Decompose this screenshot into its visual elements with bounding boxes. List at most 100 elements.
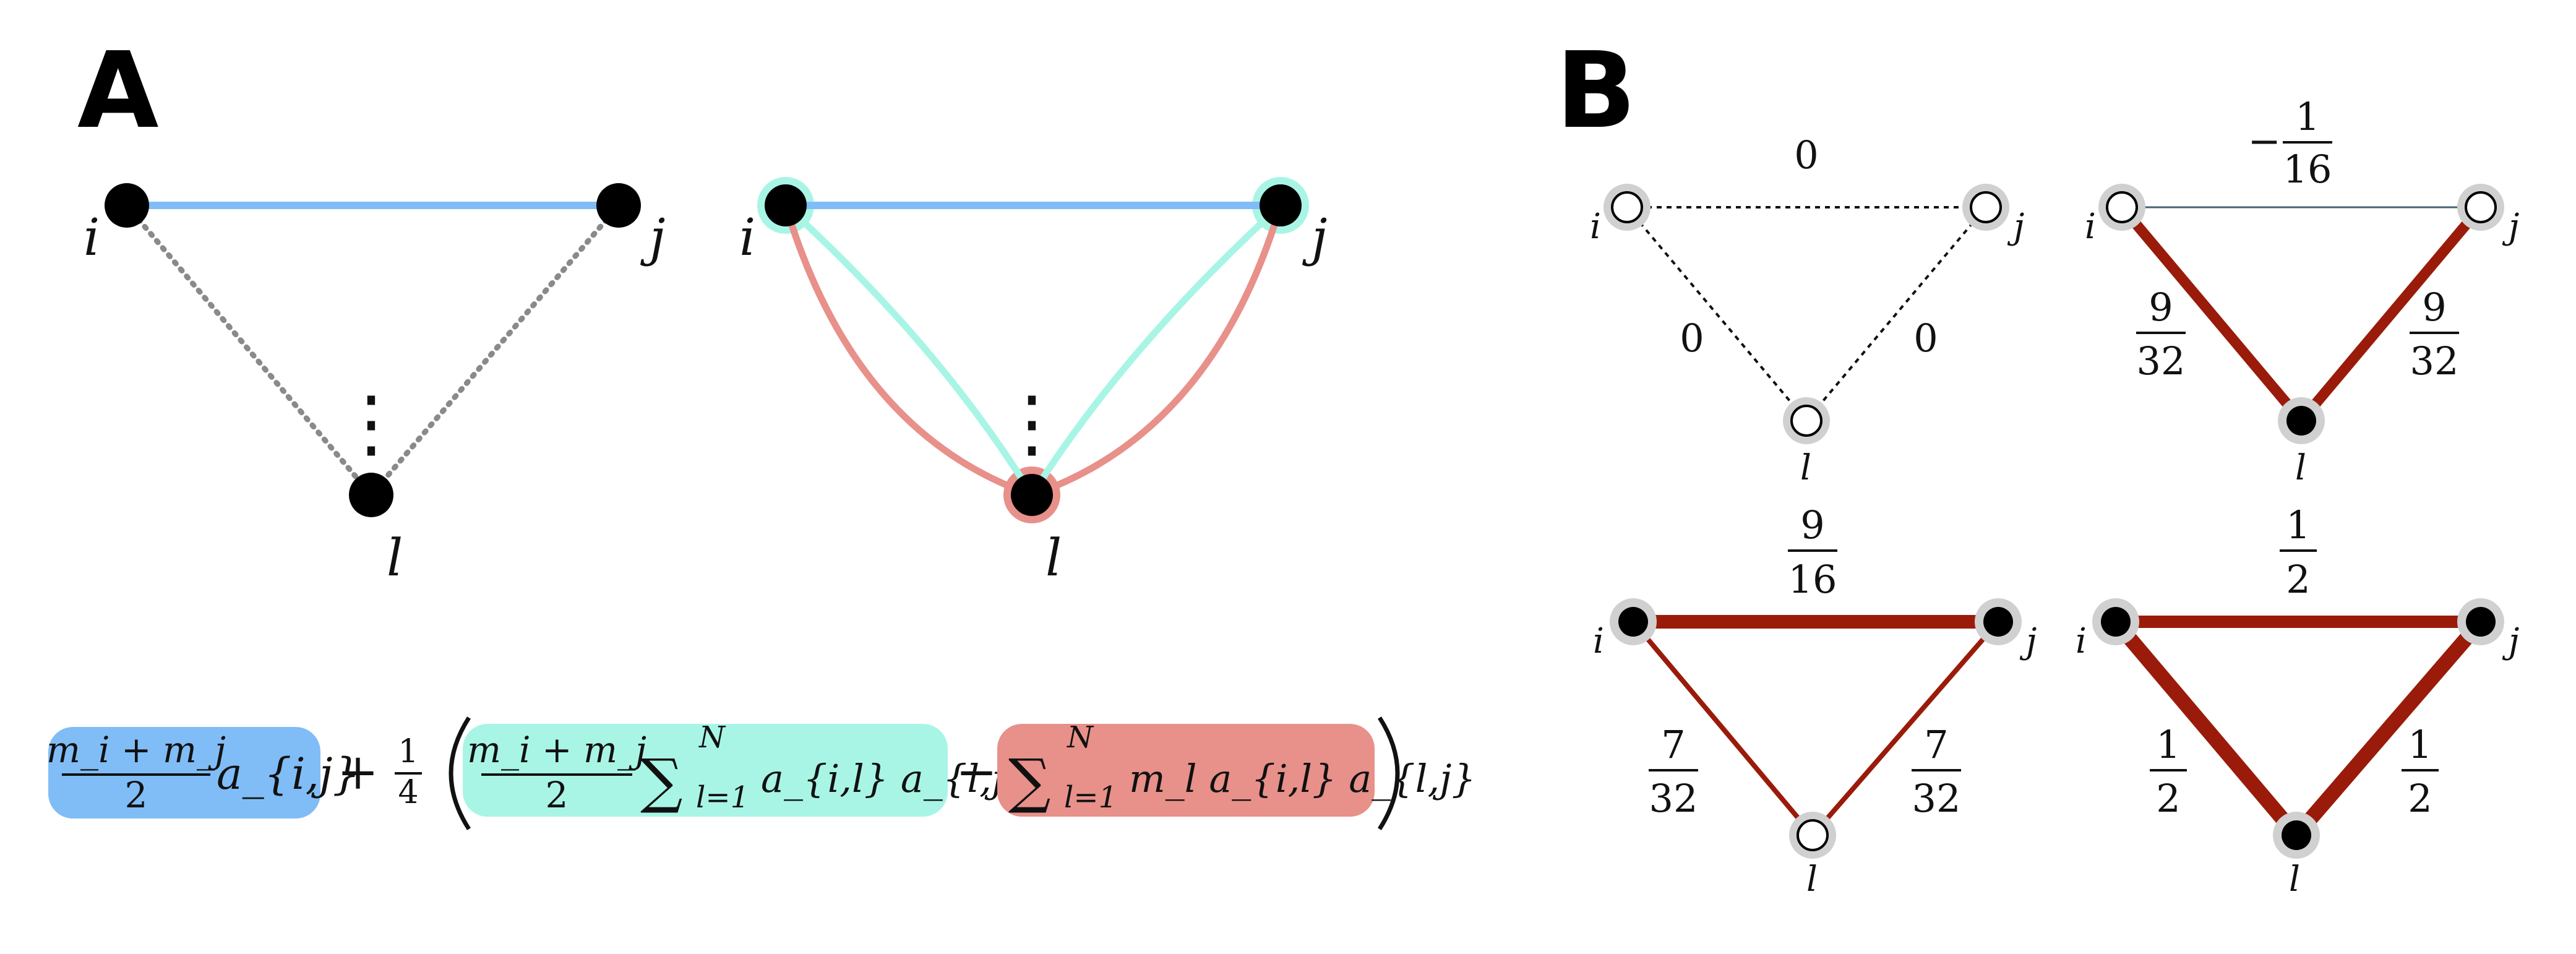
label-l: l <box>1806 859 1818 900</box>
panel-label-a: A <box>77 30 159 152</box>
label-i: i <box>739 208 755 267</box>
weight-il-num: 7 <box>1661 722 1685 767</box>
minus-sign: − <box>956 743 997 801</box>
weight-jl-num: 1 <box>2408 722 2432 767</box>
label-j: j <box>2007 207 2024 247</box>
node-l-open <box>1790 405 1823 437</box>
t2-den: 2 <box>546 774 569 816</box>
node-i <box>765 184 807 226</box>
t3-tail: m_l a_{i,l} a_{l,j} <box>1129 756 1476 801</box>
edge-jl <box>1810 620 2001 837</box>
label-l: l <box>2289 859 2300 900</box>
label-j: j <box>640 208 665 267</box>
open-paren <box>449 716 471 830</box>
weight-ij-num: 1 <box>2286 502 2310 548</box>
edge-jl <box>2297 204 2485 424</box>
t1-num: m_i + m_j <box>46 729 226 771</box>
weight-ij-sign: − <box>2248 119 2281 165</box>
weight-jl-den: 32 <box>1912 776 1961 821</box>
edge-il <box>1626 206 1808 422</box>
label-j: j <box>2019 621 2037 661</box>
plus-sign: + <box>337 743 379 801</box>
b-triangle-bottom-left: 9 16 7 32 7 32 i j l <box>1593 502 2037 900</box>
node-l-filled <box>2282 820 2311 850</box>
panel-label-b: B <box>1556 30 1636 152</box>
edge-jl-teal <box>1029 202 1283 497</box>
edge-il-teal <box>783 202 1035 497</box>
label-j: j <box>2502 621 2519 661</box>
t2-sub: l=1 <box>696 780 749 815</box>
weight-jl: 0 <box>1913 316 1938 361</box>
b-triangle-top-left: 0 0 0 i j l <box>1590 132 2024 488</box>
weight-il-num: 9 <box>2149 285 2173 330</box>
node-l <box>1011 474 1053 516</box>
edge-il <box>2118 204 2306 424</box>
node-l <box>349 473 393 517</box>
node-j-filled <box>1983 607 2013 637</box>
weight-ij-den: 16 <box>1788 557 1837 602</box>
b-triangle-top-right: − 1 16 9 32 9 32 i j l <box>2085 94 2519 488</box>
label-l: l <box>387 529 403 588</box>
weight-jl-den: 32 <box>2410 338 2459 384</box>
node-i-filled <box>2101 607 2131 637</box>
label-l: l <box>2295 448 2306 488</box>
label-i: i <box>2076 621 2087 661</box>
triangle-plain: ⋮ i j l <box>84 183 665 588</box>
weight-jl-num: 7 <box>1924 722 1948 767</box>
node-i-open <box>2106 191 2138 223</box>
node-j-open <box>2465 191 2497 223</box>
t2-tail: a_{i,l} a_{l,j} <box>761 756 1028 801</box>
node-j <box>596 183 641 228</box>
node-j-open <box>1970 191 2002 223</box>
close-paren <box>1378 716 1400 830</box>
edge-il <box>1631 620 1815 837</box>
t2-sum: ∑ <box>640 746 683 815</box>
term-red-bg <box>997 724 1375 817</box>
label-l: l <box>1800 448 1811 488</box>
label-i: i <box>84 208 100 267</box>
t1-den: 2 <box>125 774 148 816</box>
edge-jl-dotted <box>368 202 622 498</box>
edge-jl <box>2290 617 2487 840</box>
t3-sum: ∑ <box>1008 746 1051 815</box>
quarter-num: 1 <box>398 733 418 770</box>
label-l: l <box>1045 529 1062 588</box>
equation: m_i + m_j 2 a_{i,j} + 1 4 m_i + m_j 2 ∑ … <box>46 716 1476 830</box>
weight-il-den: 2 <box>2156 776 2180 821</box>
label-i: i <box>1593 621 1604 661</box>
node-i-filled <box>1618 607 1648 637</box>
node-l-filled <box>2286 406 2316 436</box>
t2-sup: N <box>698 720 726 755</box>
node-j-filled <box>2466 607 2496 637</box>
edge-il-red <box>782 204 1033 499</box>
weight-ij-den: 2 <box>2286 557 2310 602</box>
weight-jl-den: 2 <box>2408 776 2432 821</box>
term-teal-bg <box>463 724 948 817</box>
node-j <box>1260 184 1302 226</box>
weight-il-num: 1 <box>2156 722 2180 767</box>
node-i-open <box>1611 191 1643 223</box>
dots: ⋮ <box>995 380 1069 466</box>
weight-jl-num: 9 <box>2422 285 2446 330</box>
edge-jl-red <box>1031 204 1284 499</box>
label-j: j <box>2502 207 2519 247</box>
node-i <box>105 183 149 228</box>
weight-ij-num: 9 <box>1800 502 1824 548</box>
t3-sup: N <box>1067 720 1094 755</box>
weight-ij-den: 16 <box>2283 147 2332 192</box>
node-l-open <box>1797 819 1829 851</box>
label-i: i <box>1590 207 1601 247</box>
t1-tail: a_{i,j} <box>217 749 360 799</box>
weight-il-den: 32 <box>1649 776 1698 821</box>
t2-num: m_i + m_j <box>467 729 646 771</box>
b-triangle-bottom-right: 1 2 1 2 1 2 i j l <box>2076 502 2519 900</box>
weight-ij-num: 1 <box>2295 94 2319 139</box>
t3-sub: l=1 <box>1064 780 1117 815</box>
dots: ⋮ <box>334 380 408 466</box>
weight-il: 0 <box>1680 316 1704 361</box>
quarter-den: 4 <box>398 774 418 811</box>
weight-ij: 0 <box>1794 132 1818 178</box>
triangle-colored: ⋮ i j l <box>739 177 1327 588</box>
label-i: i <box>2085 207 2096 247</box>
